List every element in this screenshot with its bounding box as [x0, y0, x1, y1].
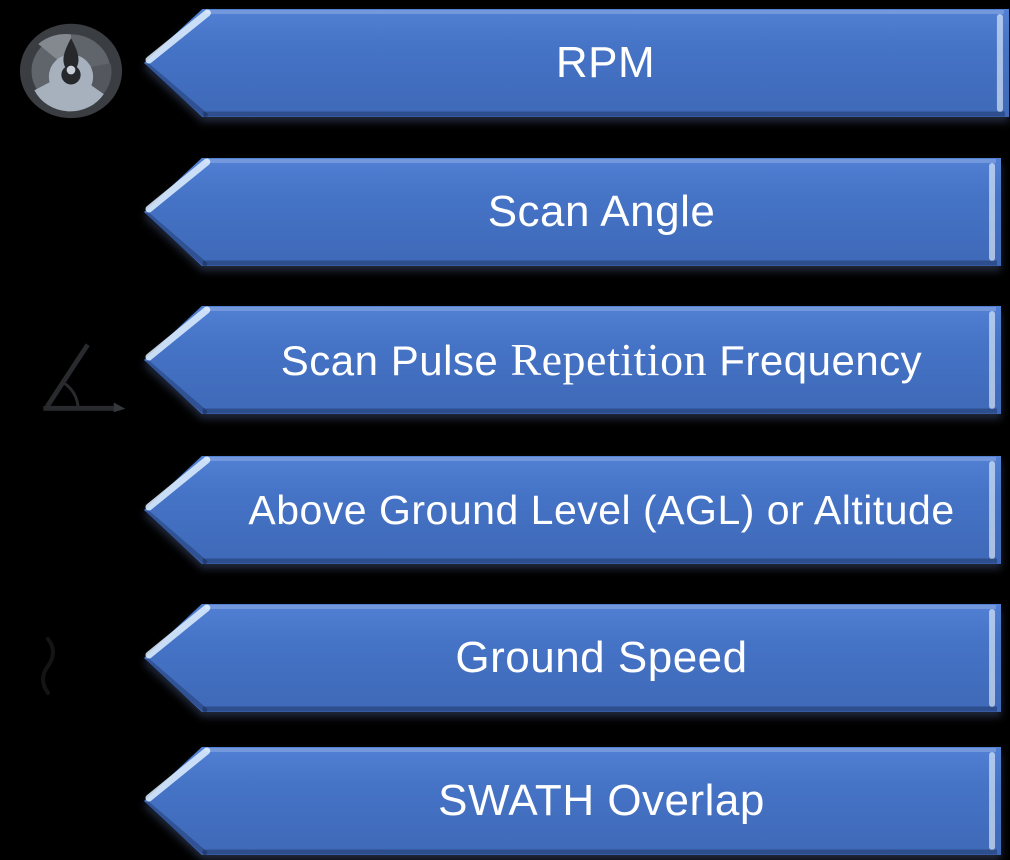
diagram-row-agl: Above Ground Level (AGL) or Altitude [0, 455, 1010, 565]
diagram-row-rpm: RPM [0, 8, 1010, 119]
arrow-label-rpm: RPM [555, 38, 656, 87]
banner-arrow-rpm: RPM [143, 8, 1010, 118]
gauge-icon [19, 23, 123, 119]
label-part-serif: Repetition [510, 334, 708, 385]
arrow-label-agl: Above Ground Level (AGL) or Altitude [248, 487, 955, 533]
banner-arrow-ground-speed: Ground Speed [143, 603, 1002, 713]
angle-icon [43, 343, 126, 413]
diagram-row-scan-prf: Scan Pulse Repetition Frequency [0, 305, 1010, 695]
arrow-label-scan-angle: Scan Angle [487, 187, 716, 236]
arrow-shape [143, 158, 1002, 267]
label-part-sans: Scan Pulse [280, 337, 511, 384]
label-part-sans: Frequency [707, 337, 923, 384]
diagram-row-swath-overlap: SWATH Overlap [0, 746, 1010, 856]
banner-arrow-swath-overlap: SWATH Overlap [143, 746, 1002, 856]
diagram-row-scan-angle: Scan Angle [0, 157, 1010, 413]
diagram-row-ground-speed: Ground Speed [0, 603, 1010, 713]
arrow-shape [144, 9, 1009, 118]
arrow-label-swath-overlap: SWATH Overlap [438, 776, 765, 825]
banner-arrow-agl: Above Ground Level (AGL) or Altitude [143, 455, 1002, 565]
arrow-shape [143, 747, 1002, 856]
arrow-shape [143, 604, 1002, 713]
arrow-label-ground-speed: Ground Speed [455, 633, 748, 682]
banner-arrow-scan-angle: Scan Angle [143, 157, 1002, 267]
banner-arrow-scan-prf: Scan Pulse Repetition Frequency [143, 305, 1002, 415]
arrow-shape [143, 306, 1002, 415]
arrow-shape [143, 456, 1002, 565]
arrow-label-scan-prf: Scan Pulse Repetition Frequency [201, 305, 1002, 415]
pulse-icon [41, 637, 55, 695]
